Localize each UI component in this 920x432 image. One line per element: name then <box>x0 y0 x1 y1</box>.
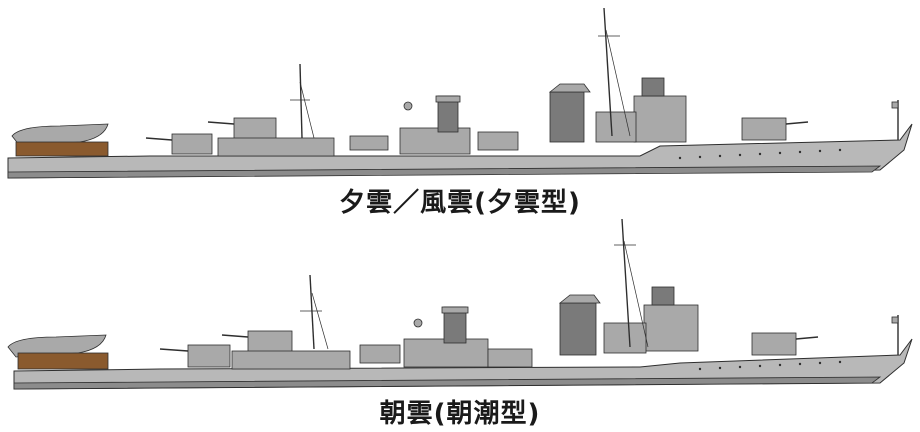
stern-boat <box>7 334 107 358</box>
portholes <box>678 148 842 160</box>
bridge <box>643 304 699 352</box>
fore-turret <box>751 332 797 356</box>
stern-boat <box>11 123 109 147</box>
torpedo-launcher-fwd <box>477 131 519 151</box>
rear-turret-1 <box>187 344 231 368</box>
ship-profile-asagumo <box>7 218 913 390</box>
bridge <box>633 95 687 143</box>
rear-turret-1 <box>171 133 213 155</box>
searchlight <box>403 101 413 111</box>
rear-turret-2 <box>233 117 277 141</box>
aft-deckhouse <box>231 350 351 370</box>
searchlight <box>413 318 423 328</box>
torpedo-launcher-aft <box>349 135 389 151</box>
boot-topping <box>13 376 882 390</box>
ship-caption-asagumo: 朝雲(朝潮型) <box>379 399 541 429</box>
stern-deck <box>15 141 109 157</box>
torpedo-launcher-fwd <box>487 348 533 368</box>
fwd-funnel <box>549 91 585 143</box>
portholes <box>698 360 842 371</box>
boot-topping <box>7 165 882 179</box>
amidships-deckhouse <box>399 127 471 155</box>
fore-turret <box>741 117 787 141</box>
aft-deckhouse <box>217 137 335 157</box>
torpedo-launcher-aft <box>359 344 401 364</box>
stern-deck <box>17 352 109 370</box>
ship-caption-yugumo: 夕雲／風雲(夕雲型) <box>339 188 581 218</box>
aft-mast <box>309 274 315 350</box>
fwd-funnel <box>559 302 597 356</box>
ship-profile-yugumo <box>7 7 913 179</box>
rear-turret-2 <box>247 330 293 354</box>
aft-mast <box>299 63 303 139</box>
fore-mast <box>621 218 631 348</box>
fore-mast <box>603 7 613 137</box>
